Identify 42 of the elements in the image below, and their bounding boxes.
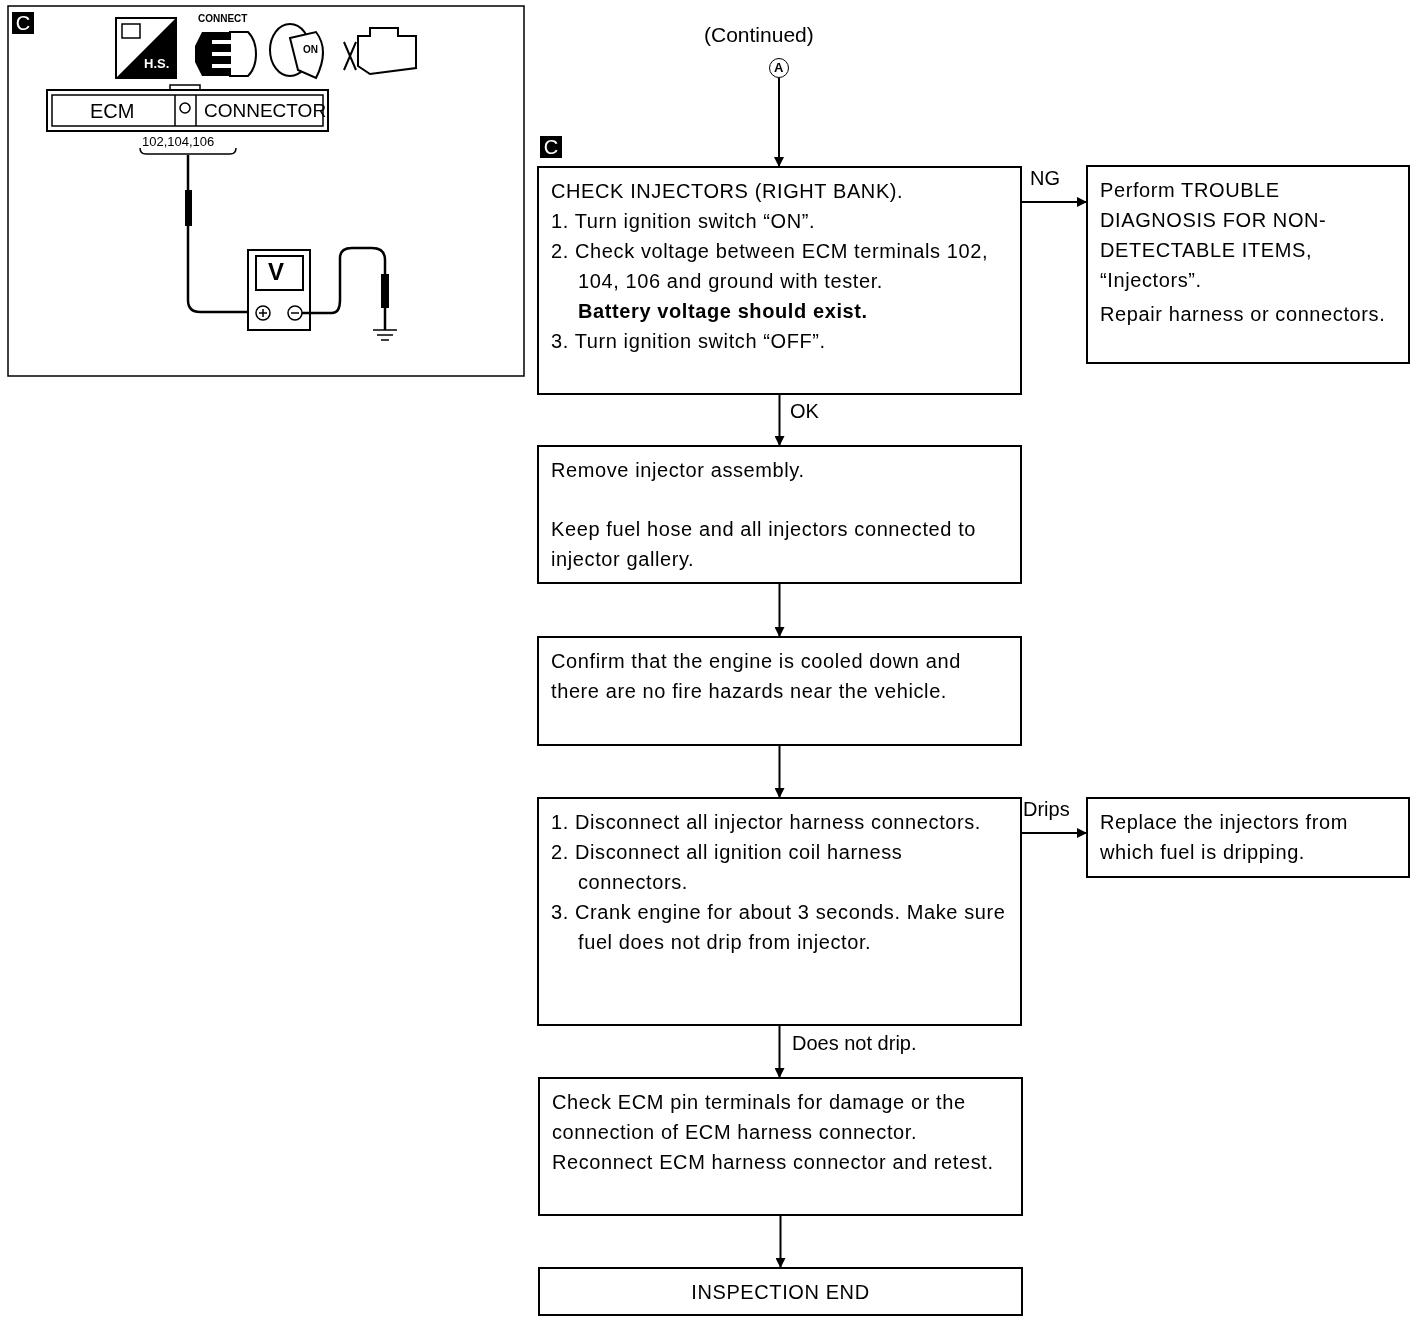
step-text: 3. Crank engine for about 3 seconds. Make sure fuel does not drip from injector.: [551, 900, 1007, 955]
step-text: Replace the injectors from which fuel is dripping.: [1100, 810, 1349, 865]
section-marker: C: [12, 12, 34, 34]
icon-caption: CONNECT: [198, 13, 248, 25]
step-text: 1. Disconnect all injector harness connectors.: [551, 810, 983, 835]
arrow: [775, 1215, 786, 1268]
connector-letter: A: [774, 60, 784, 75]
arrow: [774, 77, 784, 167]
icon-caption: H.S.: [144, 56, 170, 72]
connector-circle: [769, 58, 789, 78]
process-box: [1086, 797, 1410, 878]
step-text: Confirm that the engine is cooled down and there are no fire hazards near the vehicle.: [551, 649, 962, 704]
process-box: [537, 636, 1022, 746]
section-marker: C: [540, 136, 562, 158]
step-text: Remove injector assembly.: [551, 458, 806, 483]
arrow: [1021, 828, 1087, 838]
meter-symbol: V: [268, 259, 284, 285]
process-box: [537, 166, 1022, 395]
terminal-numbers: 102,104,106: [142, 134, 215, 149]
step-text: Keep fuel hose and all injectors connected to injector gallery.: [551, 517, 978, 572]
process-box: [538, 1077, 1023, 1216]
process-box: [1086, 165, 1410, 364]
arrow: [774, 394, 785, 446]
process-box: [537, 445, 1022, 584]
process-box: [538, 1267, 1023, 1316]
step-text: Check ECM pin terminals for damage or the connection of ECM harness connector. Reconnect ECM harness connector and retest.: [552, 1090, 995, 1175]
arrow: [774, 583, 785, 637]
step-text: INSPECTION END: [690, 1280, 871, 1305]
process-box: [537, 797, 1022, 1026]
step-text: CHECK INJECTORS (RIGHT BANK).: [551, 179, 905, 204]
step-text: Battery voltage should exist.: [577, 299, 869, 324]
step-text: Repair harness or connectors.: [1100, 302, 1387, 327]
arrow: [774, 1025, 785, 1078]
icon-caption: ON: [303, 44, 318, 56]
arrow: [774, 745, 785, 798]
connector-name: ECM: [90, 99, 135, 123]
step-text: 1. Turn ignition switch “ON”.: [551, 209, 817, 234]
step-text: 2. Check voltage between ECM terminals 102, 104, 106 and ground with tester.: [551, 239, 990, 294]
step-text: 2. Disconnect all ignition coil harness connectors.: [551, 840, 904, 895]
step-text: 3. Turn ignition switch “OFF”.: [551, 329, 827, 354]
arrow: [1021, 197, 1087, 207]
step-text: Perform TROUBLE DIAGNOSIS FOR NON-DETECTABLE ITEMS, “Injectors”.: [1100, 178, 1328, 293]
